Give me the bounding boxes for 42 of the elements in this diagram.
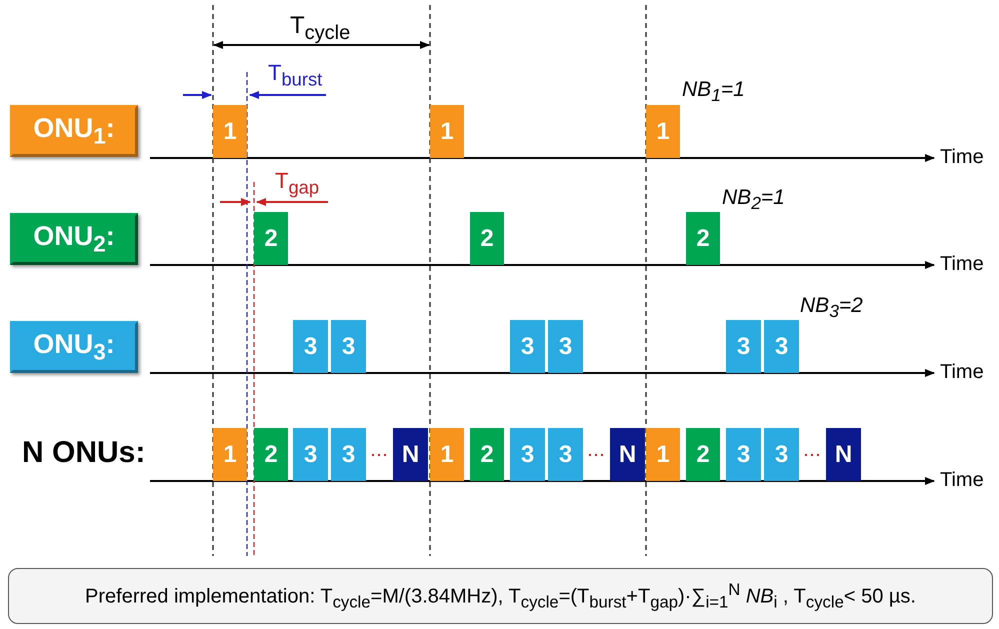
axis-label: Time: [940, 361, 984, 384]
burst-count-label: NB$_{3}$=2: [800, 294, 863, 322]
burst-slot: N: [610, 428, 645, 481]
burst-slot: 1: [213, 105, 247, 158]
dimension-label: T$_{gap}$: [275, 168, 320, 198]
axis-label: Time: [940, 253, 984, 276]
burst-slot: 2: [686, 428, 720, 481]
axis-label: Time: [940, 146, 984, 169]
dimension-label: T$_{burst}$: [268, 60, 322, 90]
burst-slot: 3: [548, 320, 583, 373]
burst-slot: 2: [470, 428, 504, 481]
axis-label: Time: [940, 469, 984, 492]
burst-slot: 3: [726, 428, 761, 481]
burst-slot: 2: [254, 212, 288, 265]
burst-slot: 2: [254, 428, 288, 481]
burst-slot: 1: [213, 428, 247, 481]
onu-label: ONU$_{1}$:: [10, 105, 138, 157]
burst-slot: 3: [293, 428, 328, 481]
burst-slot: 1: [430, 105, 464, 158]
burst-slot: 3: [293, 320, 328, 373]
burst-slot: 3: [726, 320, 761, 373]
burst-slot: 3: [331, 320, 366, 373]
burst-slot: 2: [470, 212, 504, 265]
formula-box: Preferred implementation: T$_{cycle}$=M/(3.84MHz), T$_{cycle}$=(T$_{burst}$+T$_{gap}$)·∑$_{i=1}$$^{N}$ NB$_{i}$ , T$_{cycle}$< 50 µs.: [8, 568, 993, 624]
burst-count-label: NB$_{2}$=1: [722, 186, 785, 214]
onu-label: ONU$_{3}$:: [10, 321, 138, 373]
burst-slot: 1: [430, 428, 464, 481]
burst-slot: 3: [764, 320, 799, 373]
burst-slot: 3: [510, 320, 545, 373]
onu-label: ONU$_{2}$:: [10, 213, 138, 265]
dimension-label: T$_{cycle}$: [290, 12, 350, 45]
burst-slot: 1: [646, 105, 680, 158]
burst-slot: 3: [510, 428, 545, 481]
burst-slot: 1: [646, 428, 680, 481]
burst-slot: 2: [686, 212, 720, 265]
row-label: N ONUs:: [22, 436, 146, 470]
burst-count-label: NB$_{1}$=1: [682, 78, 745, 106]
burst-slot: N: [393, 428, 428, 481]
burst-slot: 3: [331, 428, 366, 481]
burst-slot: 3: [548, 428, 583, 481]
burst-slot: 3: [764, 428, 799, 481]
burst-slot: N: [826, 428, 861, 481]
